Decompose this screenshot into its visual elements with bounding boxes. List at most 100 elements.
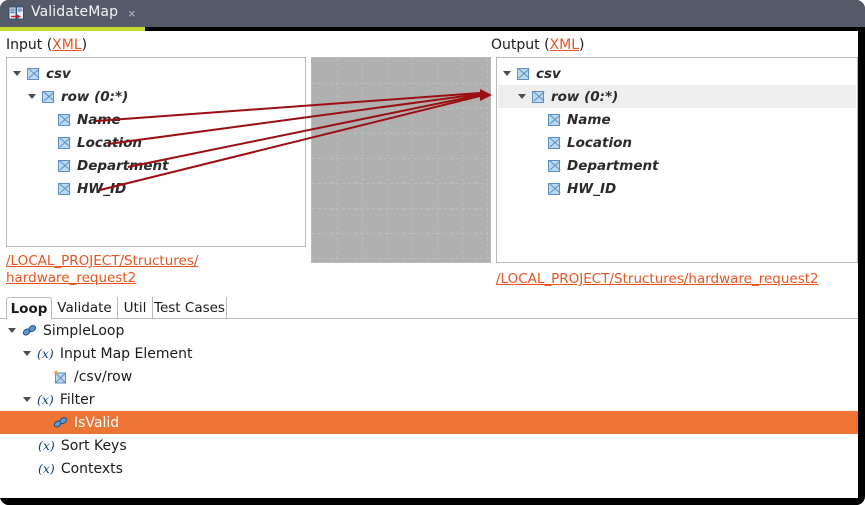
xml-element-icon <box>532 90 544 103</box>
output-tree[interactable]: csv row (0:*) Name Location D <box>496 57 858 263</box>
grid-column-line <box>487 58 488 262</box>
xml-element-icon <box>517 67 529 80</box>
xml-element-icon <box>58 182 70 195</box>
grid-row-line <box>312 233 490 234</box>
chevron-down-icon[interactable] <box>23 351 31 356</box>
function-fx-icon: (x) <box>37 346 54 361</box>
chevron-down-icon[interactable] <box>13 71 21 76</box>
grid-row-line <box>312 108 490 109</box>
input-panel-heading: Input (XML) <box>6 37 87 53</box>
chevron-down-icon[interactable] <box>518 94 526 99</box>
grid-column-line <box>437 58 438 262</box>
loop-tree-label: Input Map Element <box>59 345 193 362</box>
map-file-icon <box>8 6 24 20</box>
grid-row-line <box>312 133 490 134</box>
tab-test-cases[interactable]: Test Cases <box>153 297 227 319</box>
xml-element-icon <box>58 136 70 149</box>
loop-tree-label: Filter <box>59 391 95 408</box>
grid-column-line <box>462 58 463 262</box>
loop-tree-row-input-map-element[interactable]: (x) Input Map Element <box>0 342 858 365</box>
output-tree-label: csv <box>536 65 561 82</box>
window-bottom-border <box>0 498 865 505</box>
tab-strip-underline <box>0 318 858 319</box>
input-tree-row-name[interactable]: Name <box>43 108 121 131</box>
loop-tree-label: Contexts <box>60 460 123 477</box>
output-panel-heading: Output (XML) <box>491 37 585 53</box>
chevron-down-icon[interactable] <box>28 94 36 99</box>
tab-validate[interactable]: Validate <box>52 297 118 319</box>
mapping-grid[interactable] <box>311 57 491 263</box>
loop-tree-row-simpleloop[interactable]: SimpleLoop <box>0 319 858 342</box>
output-xml-link[interactable]: XML <box>549 37 580 53</box>
tab-util[interactable]: Util <box>118 297 153 319</box>
output-tree-row-row-selected[interactable]: row (0:*) <box>498 85 856 108</box>
function-fx-icon: (x) <box>37 392 54 407</box>
input-heading-suffix: ) <box>81 37 88 53</box>
xml-element-icon <box>58 113 70 126</box>
chain-link-icon <box>22 325 36 336</box>
output-tree-row-hwid[interactable]: HW_ID <box>533 177 616 200</box>
input-tree-label: csv <box>46 65 71 82</box>
grid-column-line <box>412 58 413 262</box>
editor-tab-title: ValidateMap <box>31 4 119 20</box>
chevron-down-icon[interactable] <box>8 328 16 333</box>
map-editor: Input (XML) Output (XML) csv row (0:*) N… <box>0 31 858 498</box>
loop-tree-row-isvalid-selected[interactable]: IsValid <box>0 411 858 434</box>
function-fx-icon: (x) <box>38 438 55 453</box>
loop-tree-label: /csv/row <box>74 368 133 385</box>
output-tree-label: HW_ID <box>567 180 617 197</box>
output-tree-row-name[interactable]: Name <box>533 108 611 131</box>
loop-tree-label: IsValid <box>74 414 120 431</box>
xml-element-icon <box>548 159 560 172</box>
tab-loop[interactable]: Loop <box>6 297 52 319</box>
grid-row-line <box>312 258 490 259</box>
loop-tree-row-filter[interactable]: (x) Filter <box>0 388 858 411</box>
close-icon[interactable]: × <box>128 6 136 21</box>
output-structure-path[interactable]: /LOCAL_PROJECT/Structures/hardware_reque… <box>496 271 819 287</box>
input-tree-label: HW_ID <box>77 180 127 197</box>
loop-tree-row-csv-row[interactable]: /csv/row <box>0 365 858 388</box>
xml-element-icon <box>27 67 39 80</box>
chevron-down-icon[interactable] <box>23 397 31 402</box>
grid-column-line <box>362 58 363 262</box>
input-tree-row-csv[interactable]: csv <box>13 62 71 85</box>
output-tree-label: Department <box>567 157 659 174</box>
loop-tree-row-contexts[interactable]: (x) Contexts <box>0 457 858 480</box>
output-tree-label: Location <box>567 134 632 151</box>
output-tree-row-location[interactable]: Location <box>533 131 632 154</box>
chevron-down-icon[interactable] <box>503 71 511 76</box>
grid-row-line <box>312 208 490 209</box>
output-tree-row-csv[interactable]: csv <box>503 62 561 85</box>
input-path-line2: hardware_request2 <box>6 270 137 286</box>
output-tree-label: row (0:*) <box>551 88 619 105</box>
output-tree-label: Name <box>567 111 611 128</box>
editor-tab-validatemap[interactable] <box>0 0 145 31</box>
xml-element-icon <box>548 182 560 195</box>
loop-tree-row-sort-keys[interactable]: (x) Sort Keys <box>0 434 858 457</box>
input-tree-label: Name <box>77 111 121 128</box>
input-heading-prefix: Input ( <box>6 37 53 53</box>
input-xml-link[interactable]: XML <box>52 37 82 53</box>
input-tree-row-row[interactable]: row (0:*) <box>28 85 128 108</box>
grid-row-line <box>312 158 490 159</box>
input-structure-path[interactable]: /LOCAL_PROJECT/Structures/hardware_reque… <box>6 253 198 287</box>
grid-row-line <box>312 83 490 84</box>
input-tree[interactable]: csv row (0:*) Name Location Department <box>6 57 306 247</box>
output-tree-row-department[interactable]: Department <box>533 154 659 177</box>
loop-tree[interactable]: SimpleLoop (x) Input Map Element /csv/ro… <box>0 319 858 498</box>
input-tree-row-location[interactable]: Location <box>43 131 142 154</box>
input-tree-row-department[interactable]: Department <box>43 154 169 177</box>
output-heading-suffix: ) <box>579 37 585 53</box>
map-element-icon <box>54 370 66 383</box>
xml-element-icon <box>58 159 70 172</box>
grid-column-line <box>387 58 388 262</box>
xml-element-icon <box>548 136 560 149</box>
loop-tree-label: SimpleLoop <box>43 322 125 339</box>
bottom-tab-strip: Loop Validate Util Test Cases <box>0 297 858 319</box>
loop-tree-label: Sort Keys <box>60 437 127 454</box>
input-path-line1: /LOCAL_PROJECT/Structures/ <box>6 253 199 269</box>
grid-column-line <box>337 58 338 262</box>
xml-element-icon <box>42 90 54 103</box>
input-tree-row-hwid[interactable]: HW_ID <box>43 177 126 200</box>
